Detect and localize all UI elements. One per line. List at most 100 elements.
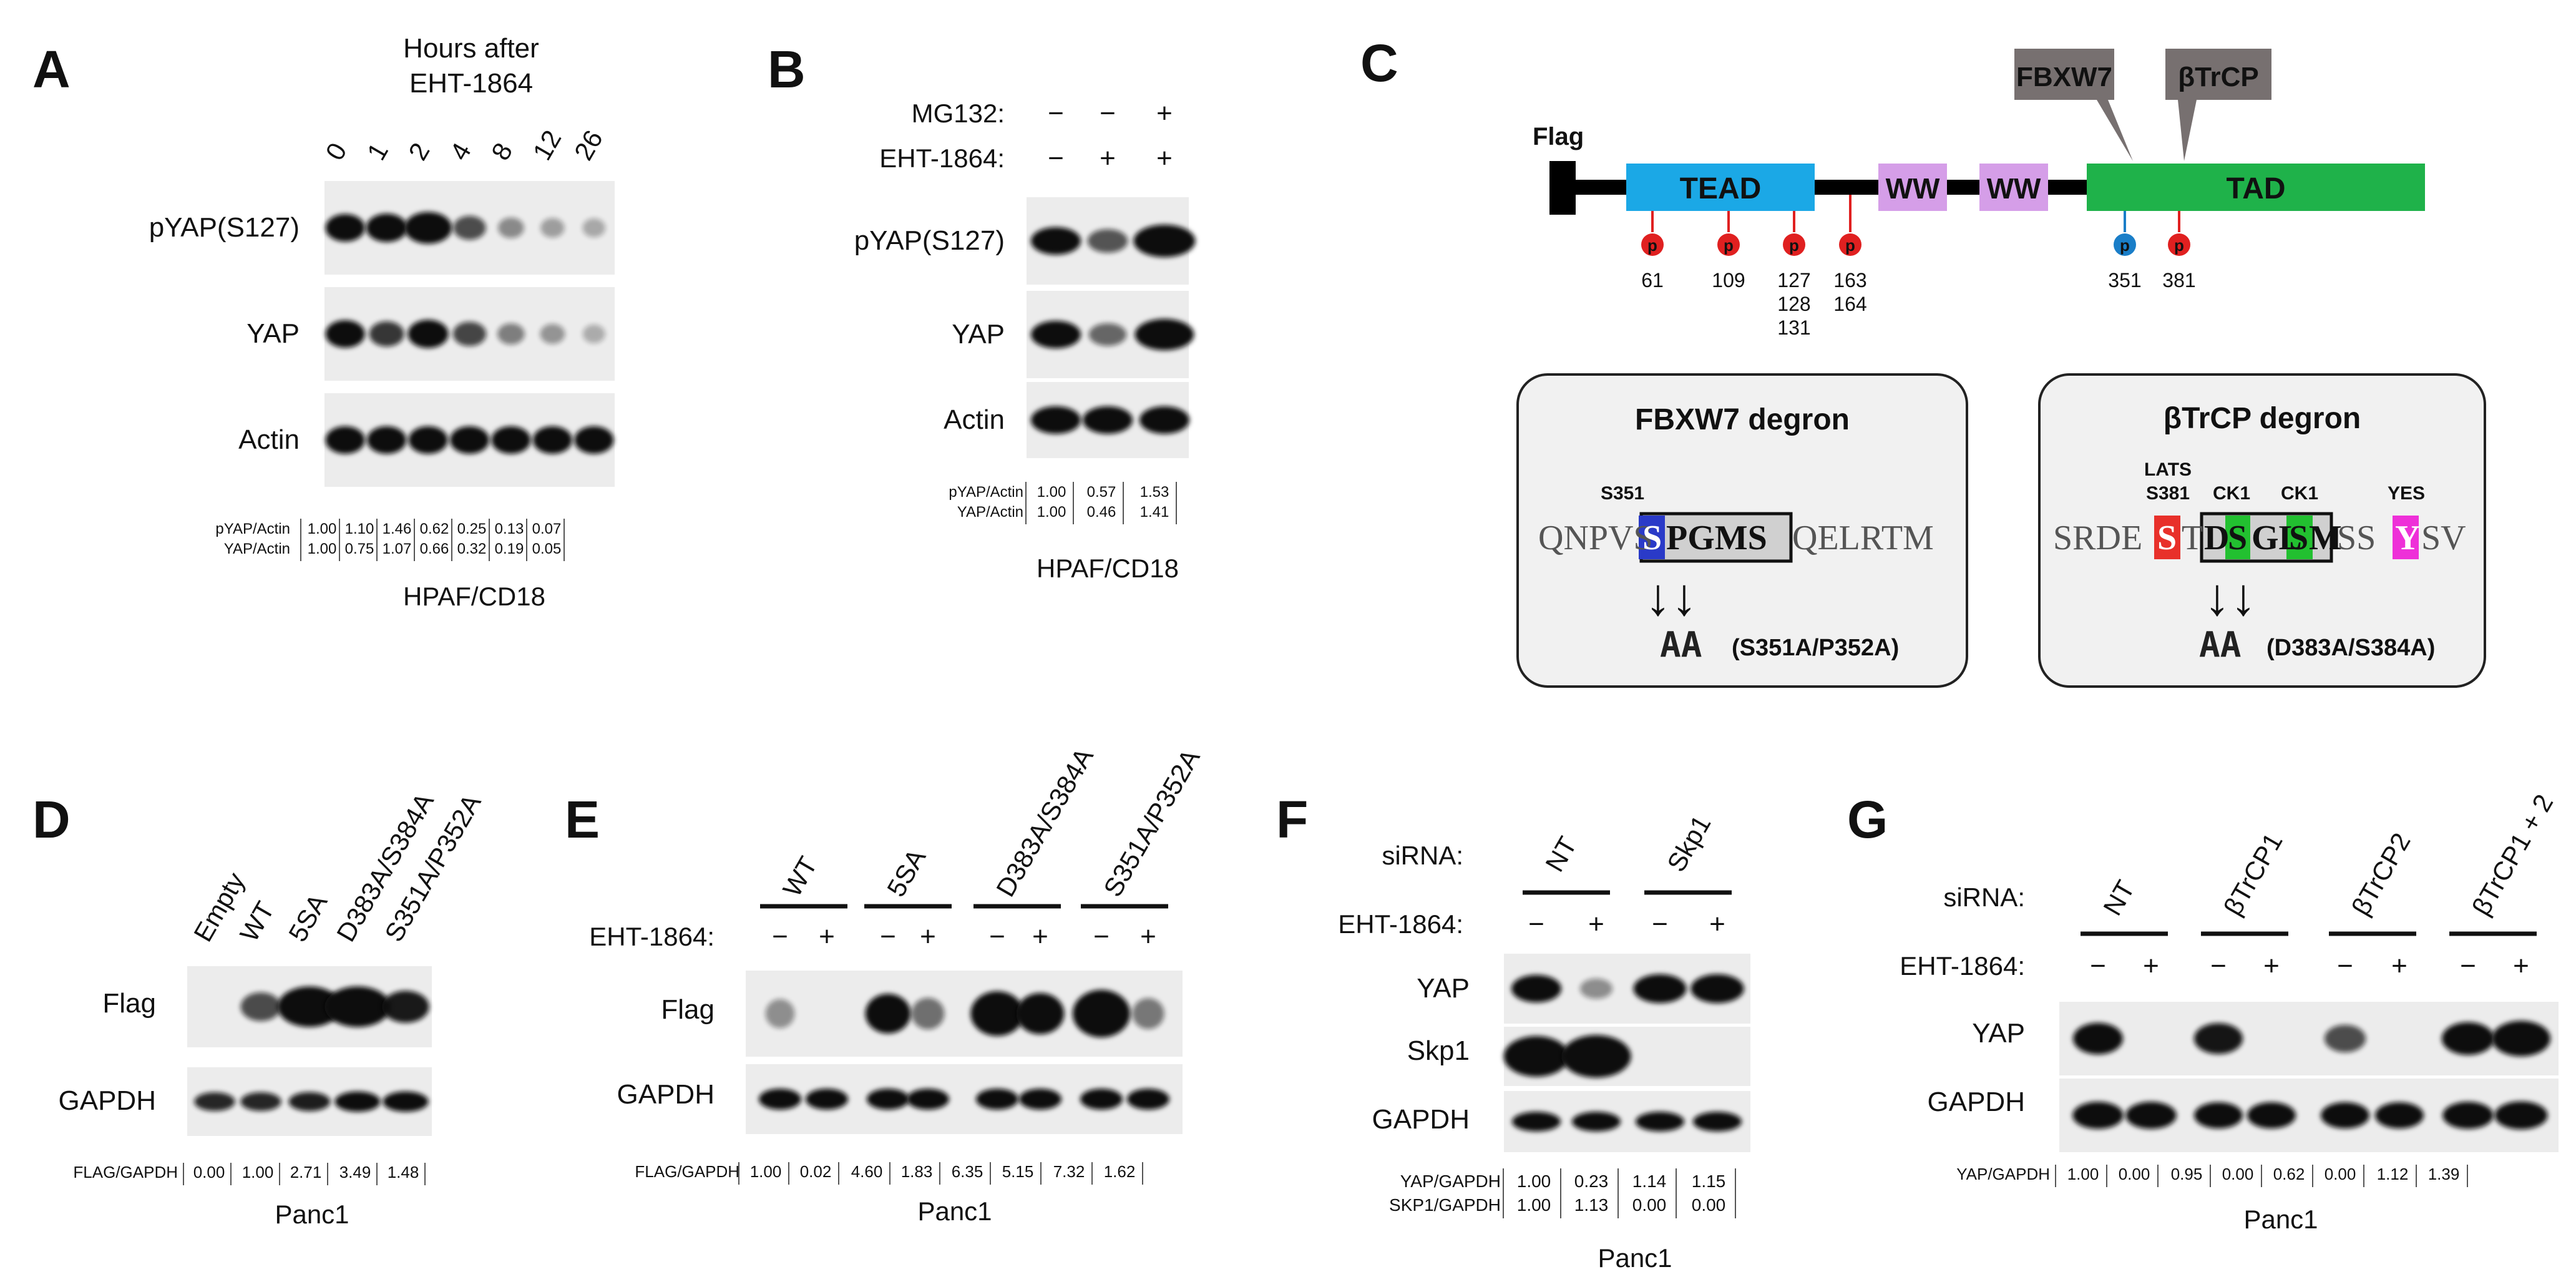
- quant-row-label: pYAP/Actin: [949, 484, 1023, 501]
- quant-value: 1.48: [388, 1163, 419, 1182]
- blot-g-gapdh-band: [2247, 1102, 2296, 1128]
- fbxw7-mutation: AA: [1660, 625, 1702, 665]
- quant-value: 0.25: [457, 521, 487, 537]
- timepoint-label: 4: [444, 138, 477, 165]
- blot-d-gapdh-band: [240, 1092, 281, 1111]
- fbxw7-degron-title: FBXW7 degron: [1635, 403, 1850, 436]
- quant-row-label: YAP/Actin: [957, 504, 1023, 521]
- panel-label-e: E: [565, 790, 600, 849]
- phospho-marker-glyph: p: [1845, 236, 1855, 255]
- blot-row-label: YAP: [246, 318, 300, 349]
- blot-a-1-band: [369, 321, 404, 347]
- phosphosite: p 109: [1712, 211, 1745, 291]
- timepoint-label: 26: [568, 125, 608, 165]
- treatment-sign: −: [1048, 143, 1064, 174]
- blot-row-label: pYAP(S127): [149, 212, 300, 243]
- treatment-sign: −: [1093, 921, 1110, 952]
- btrcp-s384-highlight: [2225, 516, 2250, 559]
- group-label: NT: [2097, 876, 2140, 921]
- blot-d-flag-band: [240, 992, 281, 1021]
- blot-g-gapdh: [2059, 1079, 2559, 1152]
- phosphosite: p61: [1641, 211, 1664, 291]
- group-label: D383A/S384A: [990, 743, 1099, 901]
- blot-row-label: Flag: [102, 988, 156, 1019]
- btrcp-seq-ss: SS: [2337, 519, 2376, 557]
- blot-f-skp1: [1503, 1027, 1750, 1086]
- btrcp-seq-s384: S: [2228, 519, 2247, 557]
- quant-value: 0.00: [2222, 1165, 2254, 1183]
- blot-a-0-band: [582, 218, 606, 238]
- blot-d-flag-band: [277, 986, 342, 1027]
- panel-c: C FBXW7 βTrCP Flag TEAD WW WW: [1360, 34, 2486, 688]
- quant-value: 1.41: [1140, 504, 1169, 521]
- quant-value: 1.00: [1037, 504, 1066, 521]
- domain-tead: TEAD: [1626, 164, 1815, 211]
- blot-f-gapdh-band: [1572, 1112, 1621, 1132]
- fbxw7-seq-core: PGMS: [1666, 519, 1767, 557]
- timepoint-label: 12: [527, 125, 567, 165]
- blot-f-skp1-band: [1561, 1035, 1631, 1078]
- quant-value: 1.10: [345, 521, 374, 537]
- btrcp-lats-label: LATS: [2144, 459, 2192, 480]
- quant-value: 7.32: [1053, 1162, 1085, 1181]
- blot-b-1-band: [1031, 320, 1081, 349]
- quant-value: 0.00: [193, 1163, 225, 1182]
- phosphosite-number: 61: [1641, 269, 1664, 291]
- blot-a-2-band: [491, 426, 531, 454]
- blot-row-label: Skp1: [1407, 1035, 1470, 1066]
- treatment-label: MG132:: [912, 99, 1005, 128]
- phosphosite-number: 164: [1833, 293, 1866, 315]
- blot-g-yap-band: [2193, 1023, 2243, 1054]
- btrcp-s387-highlight: [2286, 516, 2313, 559]
- blot-e-gapdh-band: [867, 1089, 909, 1110]
- quant-row-label: FLAG/GAPDH: [635, 1162, 739, 1181]
- blot-g-gapdh-band: [2194, 1102, 2243, 1128]
- blot-e-flag-band: [1072, 989, 1131, 1038]
- ligase-btrcp: βTrCP: [2165, 49, 2271, 161]
- blot-g-gapdh-band: [2375, 1102, 2424, 1128]
- btrcp-seq-end: SV: [2421, 519, 2466, 557]
- quant-value: 0.32: [457, 541, 487, 557]
- blot-d-flag-band: [324, 986, 391, 1027]
- ligase-fbxw7-label: FBXW7: [2016, 62, 2112, 92]
- quant-value: 1.07: [383, 541, 412, 557]
- blot-a-1-band: [540, 323, 565, 345]
- lane-label: WT: [234, 896, 280, 946]
- quant-value: 1.00: [1517, 1172, 1551, 1191]
- domain-tad-label: TAD: [2226, 172, 2285, 205]
- quant-row-label: pYAP/Actin: [215, 521, 290, 537]
- panel-label-c: C: [1360, 34, 1398, 92]
- blot-f-yap-band: [1579, 978, 1613, 999]
- quant-value: 0.02: [800, 1162, 832, 1181]
- group-label: βTrCP1 + 2: [2466, 790, 2559, 921]
- blot-g-gapdh-band: [2072, 1102, 2124, 1129]
- blot-row-label: GAPDH: [59, 1085, 156, 1116]
- domain-tad: TAD: [2087, 164, 2425, 211]
- treatment-label: EHT-1864:: [589, 922, 715, 951]
- blot-a-1-band: [325, 320, 365, 348]
- blot-e-flag-band: [970, 991, 1024, 1036]
- quant-value: 0.57: [1087, 484, 1116, 501]
- phosphosite-number: 128: [1777, 293, 1810, 315]
- blot-g-gapdh-band: [2442, 1102, 2494, 1129]
- phospho-marker-glyph: p: [1724, 236, 1734, 255]
- btrcp-seq-s381: S: [2157, 519, 2177, 557]
- quant-value: 0.00: [1692, 1195, 1726, 1215]
- quant-value: 1.00: [2067, 1165, 2099, 1183]
- treatment-sign: +: [1140, 921, 1156, 952]
- blot-d-gapdh-band: [383, 1091, 429, 1112]
- domain-ww2: WW: [1979, 164, 2048, 211]
- blot-f-gapdh-band: [1512, 1112, 1561, 1132]
- timepoint-label: 8: [485, 138, 518, 165]
- phosphosite-number: 109: [1712, 269, 1745, 291]
- blot-g-yap-band: [2491, 1020, 2551, 1057]
- quant-value: 0.95: [2171, 1165, 2203, 1183]
